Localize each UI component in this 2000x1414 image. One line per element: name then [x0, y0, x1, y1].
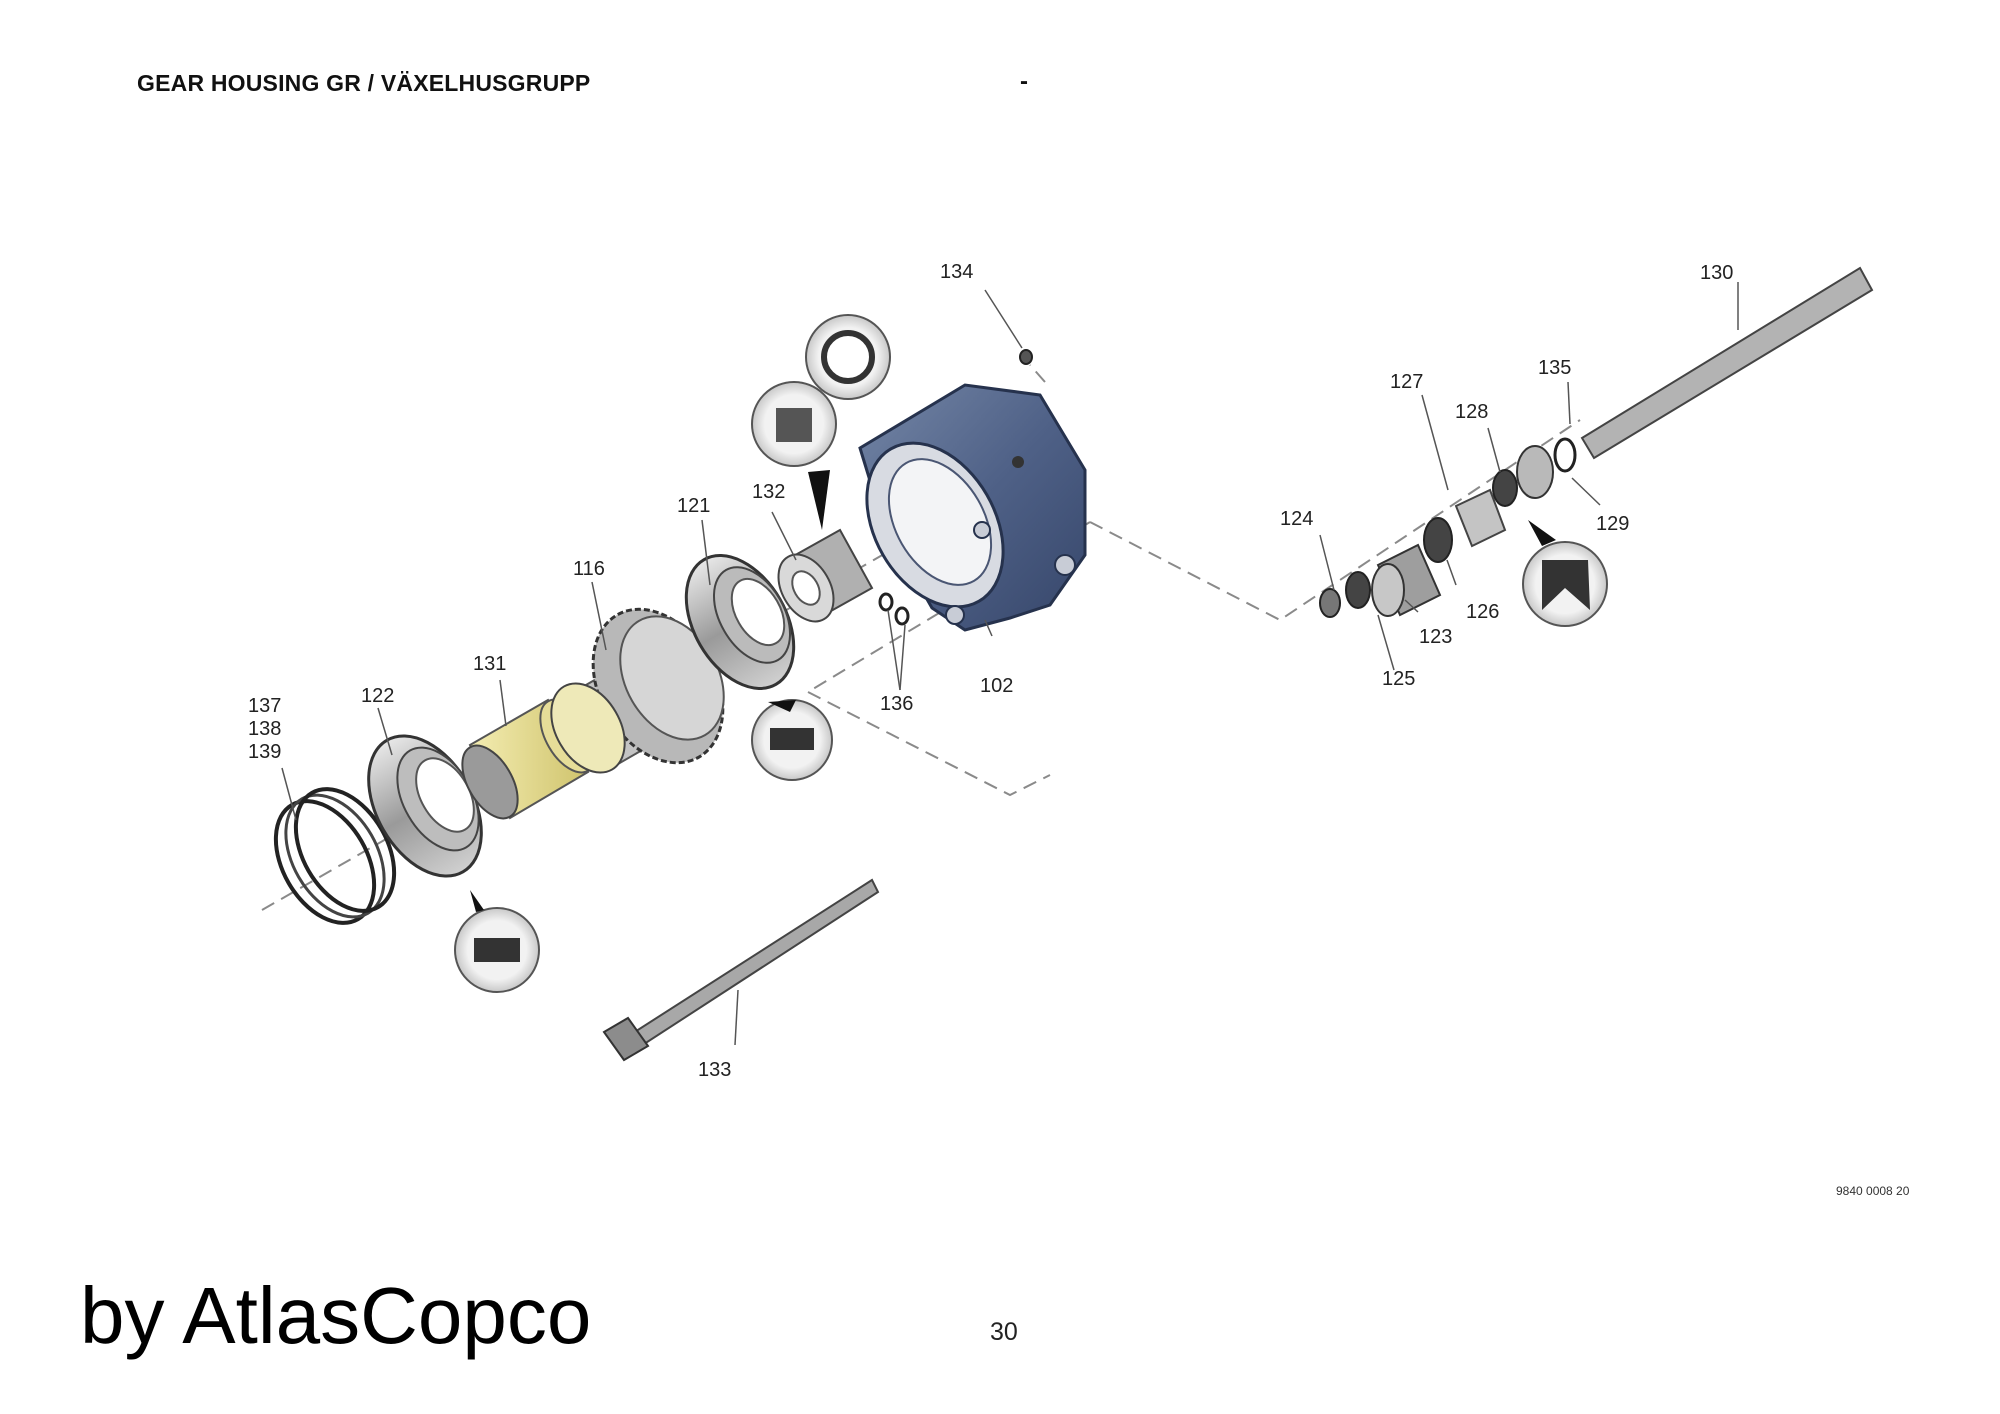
callout-127: 127	[1390, 371, 1423, 393]
callout-130: 130	[1700, 262, 1733, 284]
callout-124: 124	[1280, 508, 1313, 530]
tapered-bearing-121	[684, 554, 796, 690]
page-title: GEAR HOUSING GR / VÄXELHUSGRUPP	[137, 70, 591, 96]
shaft-assembly	[1319, 266, 1874, 618]
figure-reference-number: 9840 0008 20	[1836, 1184, 1910, 1198]
callout-126: 126	[1466, 601, 1499, 623]
bolt-133	[602, 878, 880, 1062]
detail-view-bearing-121	[751, 699, 833, 781]
leader-lines	[281, 282, 1739, 1046]
callout-138: 138	[248, 718, 281, 740]
callout-137: 137	[248, 695, 281, 717]
brand-text: by AtlasCopco	[80, 1271, 592, 1360]
callout-102: 102	[980, 675, 1013, 697]
detail-view-ring	[805, 314, 891, 400]
sleeve-132	[777, 528, 874, 623]
page-number: 30	[990, 1318, 1018, 1346]
callout-132: 132	[752, 481, 785, 503]
gear-housing-102	[858, 383, 1087, 632]
callout-131: 131	[473, 653, 506, 675]
detail-pointers	[470, 470, 1556, 912]
callout-139: 139	[248, 741, 281, 763]
callout-136: 136	[880, 693, 913, 715]
callout-134: 134	[940, 261, 973, 283]
title-dash: -	[1020, 68, 1028, 95]
callout-129: 129	[1596, 513, 1629, 535]
callout-122: 122	[361, 685, 394, 707]
o-rings-136	[878, 592, 910, 626]
callout-128: 128	[1455, 401, 1488, 423]
plug-134	[1019, 349, 1033, 365]
detail-view-bearing-122	[454, 907, 540, 993]
callout-125: 125	[1382, 668, 1415, 690]
spur-gear-116	[550, 607, 725, 774]
callout-133: 133	[698, 1059, 731, 1081]
detail-view-seal	[1522, 541, 1608, 627]
callout-135: 135	[1538, 357, 1571, 379]
detail-view-sleeve	[751, 381, 837, 467]
callout-123: 123	[1419, 626, 1452, 648]
tapered-bearing-122	[367, 734, 483, 878]
callout-116: 116	[573, 558, 605, 580]
callout-121: 121	[677, 495, 710, 517]
